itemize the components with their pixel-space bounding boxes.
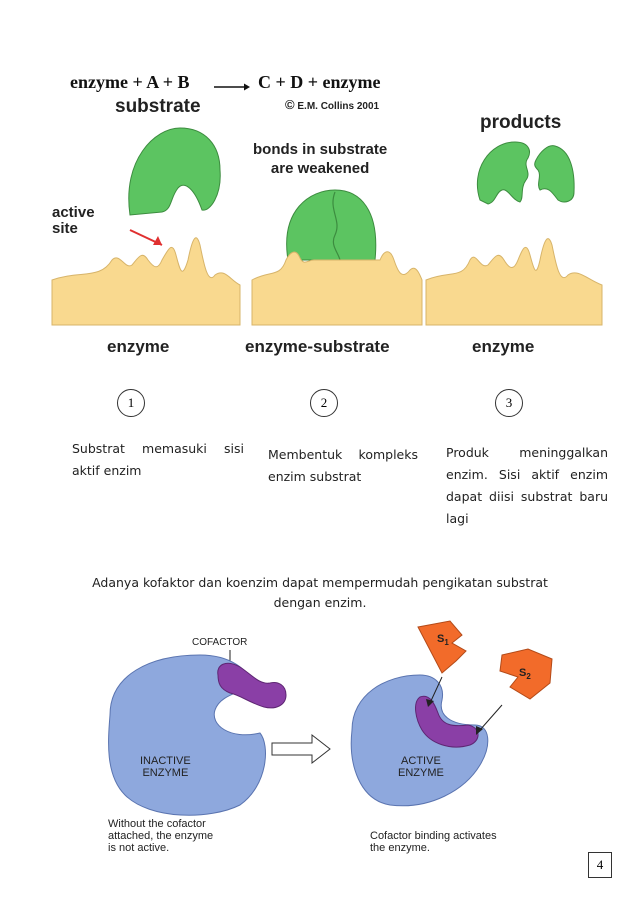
- cofactor-shape: [218, 663, 286, 708]
- label-enzyme-1: enzyme: [107, 337, 169, 357]
- copyright: © E.M. Collins 2001: [285, 97, 379, 112]
- product-c-shape: [477, 142, 529, 204]
- enzyme-substrate-shape: [287, 190, 376, 260]
- caption-inactive: Without the cofactor attached, the enzym…: [108, 818, 213, 854]
- step-text-1: Substrat memasuki sisi aktif enzim: [72, 438, 244, 482]
- label-enzyme-3: enzyme: [472, 337, 534, 357]
- equation-right: C + D + enzyme: [258, 72, 380, 93]
- cofactor-note: Adanya kofaktor dan koenzim dapat memper…: [70, 573, 570, 613]
- substrate-shape: [129, 128, 220, 215]
- product-d-shape: [535, 146, 574, 202]
- step-number-3: 3: [495, 389, 523, 417]
- label-substrate: substrate: [115, 96, 201, 118]
- enzyme-mechanism-diagram: [50, 120, 605, 340]
- label-inactive-enzyme: INACTIVE ENZYME: [140, 755, 191, 779]
- step-number-1: 1: [117, 389, 145, 417]
- enzyme-shape-1: [52, 238, 240, 325]
- copyright-icon: ©: [285, 97, 295, 112]
- step-number-2: 2: [310, 389, 338, 417]
- step-text-3: Produk meninggalkan enzim. Sisi aktif en…: [446, 442, 608, 530]
- label-active-enzyme: ACTIVE ENZYME: [398, 755, 444, 779]
- step-text-2: Membentuk kompleks enzim substrat: [268, 444, 418, 488]
- label-enzyme-substrate: enzyme-substrate: [245, 337, 390, 357]
- page-number: 4: [588, 852, 612, 878]
- enzyme-shape-2: [252, 252, 422, 325]
- caption-active: Cofactor binding activates the enzyme.: [370, 830, 497, 854]
- enzyme-shape-3: [426, 239, 602, 325]
- label-s1: S1: [437, 633, 449, 647]
- cofactor-diagram: [90, 615, 560, 825]
- arrow-right-icon: [212, 82, 252, 92]
- equation-left: enzyme + A + B: [70, 72, 190, 93]
- label-s2: S2: [519, 667, 531, 681]
- arrow-activation-icon: [272, 735, 330, 763]
